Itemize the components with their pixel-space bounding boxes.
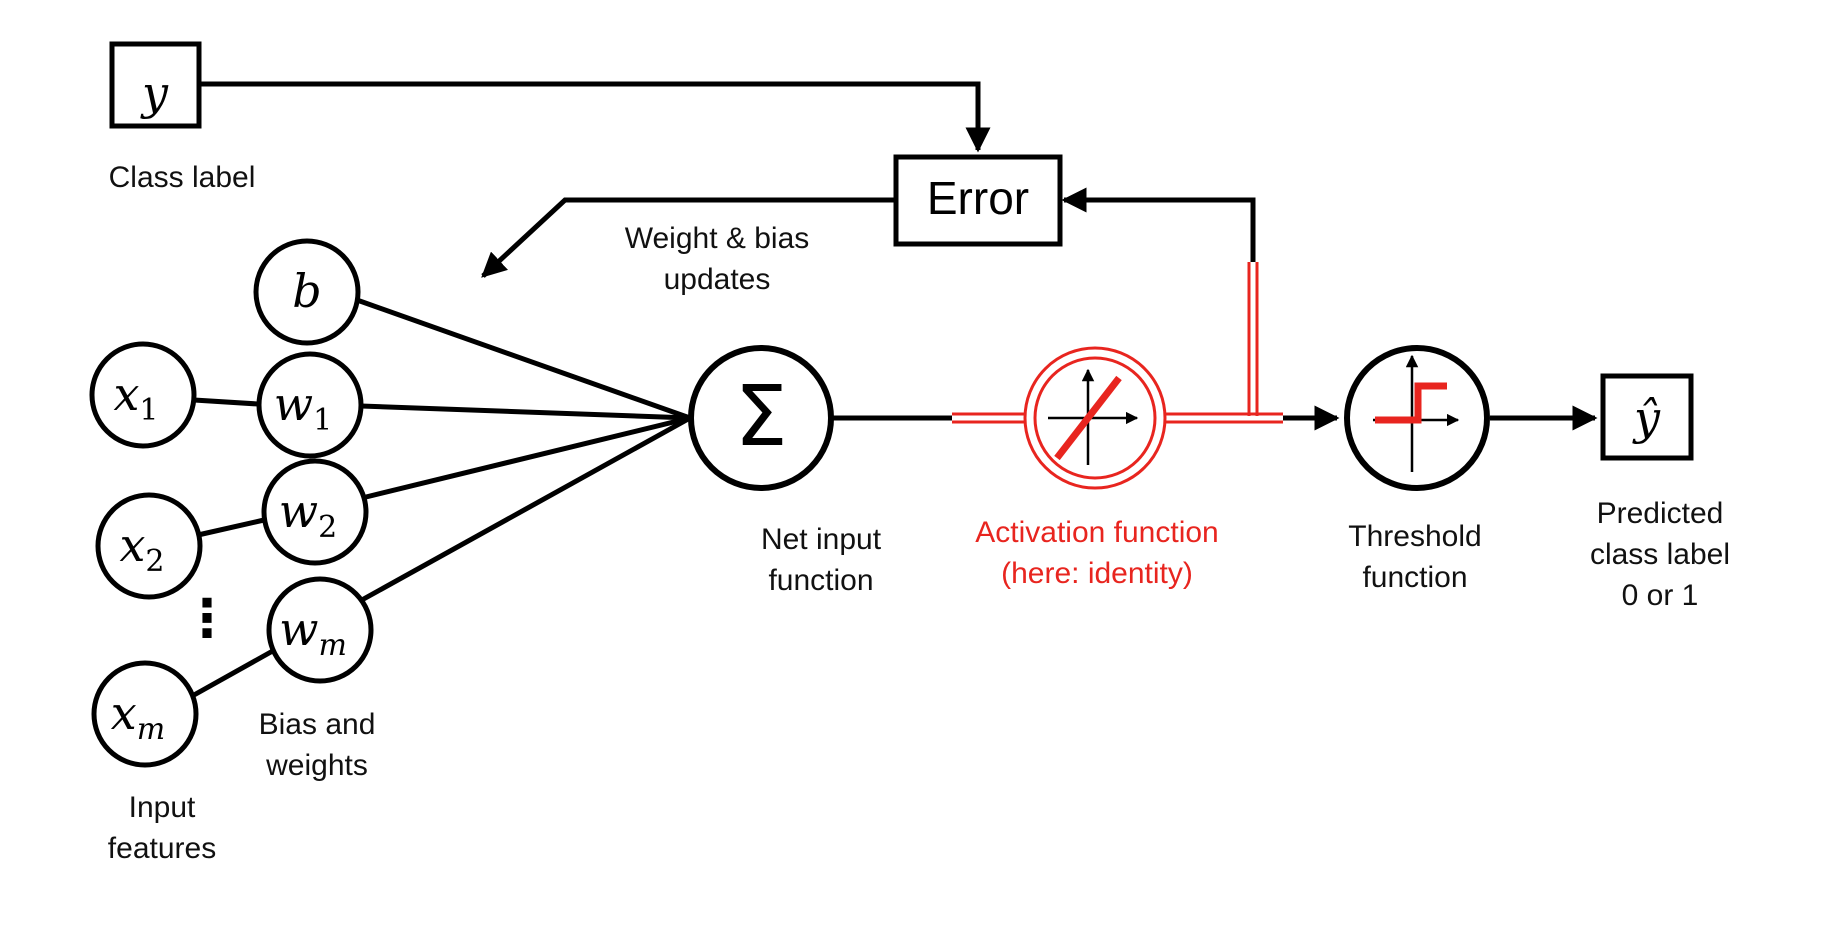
bias-weights-caption: Bias and weights <box>258 708 376 782</box>
b-to-sum-line <box>356 297 691 421</box>
weight-node-w2 <box>261 458 369 566</box>
input-node-xm <box>91 660 199 768</box>
bias-symbol: b <box>292 264 321 318</box>
wm-sub: m <box>318 628 346 663</box>
xm-sub: m <box>137 712 165 747</box>
x2-sub: 2 <box>145 544 164 579</box>
prediction-box <box>1600 373 1694 461</box>
xm-symbol: xm <box>111 686 165 747</box>
input-node-x1 <box>89 341 197 449</box>
x2-to-w2-line <box>197 517 265 538</box>
prediction-symbol: ŷ <box>1632 391 1661 445</box>
threshold-caption: Threshold function <box>1348 520 1482 594</box>
wm-symbol: wm <box>279 602 347 663</box>
w1-to-sum-line <box>360 403 691 421</box>
w2-symbol: w2 <box>279 484 337 545</box>
class-label-symbol: y <box>140 66 169 120</box>
activation-to-error-arrow <box>1061 187 1256 262</box>
x1-sub: 1 <box>139 393 158 428</box>
x2-symbol: x2 <box>119 518 164 579</box>
wm-base: w <box>279 602 318 656</box>
class-label-caption: Class label <box>108 161 256 194</box>
class-label-box <box>109 41 202 129</box>
input-node-x2 <box>95 492 203 600</box>
sum-symbol: Σ <box>734 367 787 465</box>
xm-base: x <box>111 686 137 740</box>
x1-symbol: x1 <box>113 367 158 428</box>
predicted-caption: Predicted class label 0 or 1 <box>1589 497 1731 612</box>
activation-feedback-red-line <box>1247 262 1259 416</box>
error-box <box>893 154 1063 247</box>
x1-to-w1-line <box>193 397 259 407</box>
identity-line-icon <box>1048 368 1139 465</box>
bias-node <box>253 238 361 346</box>
error-label: Error <box>927 172 1029 224</box>
w2-sub: 2 <box>318 510 337 545</box>
weight-node-wm <box>266 576 374 684</box>
activation-output-red-line <box>1165 412 1283 424</box>
activation-caption: Activation function (here: identity) <box>975 516 1219 590</box>
class-label-to-error-arrow <box>200 81 991 153</box>
weight-node-w1 <box>256 351 364 459</box>
x2-base: x <box>119 518 145 572</box>
summation-node <box>688 345 834 491</box>
activation-input-red-line <box>952 412 1025 424</box>
net-input-caption: Net input function <box>760 523 882 597</box>
vertical-ellipsis: ⋮ <box>181 589 233 649</box>
x1-base: x <box>113 367 139 421</box>
weight-bias-updates-caption: Weight & bias updates <box>624 222 810 296</box>
w1-sub: 1 <box>313 403 332 438</box>
w2-to-sum-line <box>365 415 691 500</box>
wm-to-sum-line <box>358 415 692 604</box>
input-features-caption: Input features <box>107 791 217 865</box>
step-function-icon <box>1373 354 1460 472</box>
w1-base: w <box>274 377 313 431</box>
xm-to-wm-line <box>192 645 280 698</box>
weight-update-arrow <box>481 197 896 278</box>
w2-base: w <box>279 484 318 538</box>
w1-symbol: w1 <box>274 377 332 438</box>
